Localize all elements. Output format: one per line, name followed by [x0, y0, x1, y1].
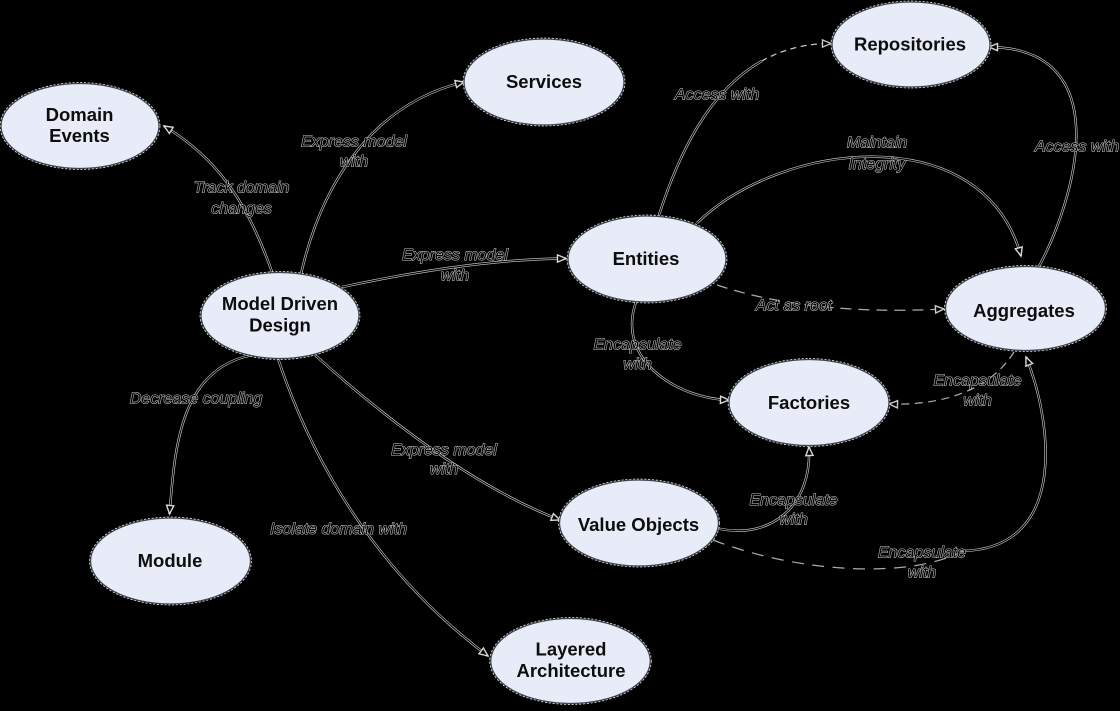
svg-text:Services: Services	[506, 71, 582, 92]
svg-text:Act as root: Act as root	[755, 298, 833, 315]
svg-text:with: with	[963, 393, 992, 410]
svg-text:Module: Module	[138, 550, 203, 571]
svg-text:Track domain: Track domain	[194, 180, 290, 197]
svg-text:Model Driven: Model Driven	[222, 293, 338, 314]
svg-text:Events: Events	[49, 125, 110, 146]
svg-text:Express model: Express model	[301, 134, 407, 151]
svg-text:Encapsulate: Encapsulate	[749, 492, 837, 509]
svg-text:with: with	[340, 154, 369, 171]
svg-text:with: with	[908, 565, 937, 582]
svg-text:Maintain: Maintain	[847, 135, 908, 152]
svg-text:Entities: Entities	[613, 248, 680, 269]
svg-text:with: with	[623, 356, 652, 373]
svg-text:with: with	[441, 268, 470, 285]
svg-text:Architecture: Architecture	[517, 660, 626, 681]
svg-text:Express model: Express model	[402, 247, 508, 264]
svg-text:Access with: Access with	[1034, 139, 1120, 156]
svg-text:Encapsulate: Encapsulate	[878, 545, 966, 562]
svg-text:Access with: Access with	[674, 87, 760, 104]
svg-text:Integrity: Integrity	[849, 156, 907, 173]
svg-text:with: with	[430, 461, 459, 478]
svg-text:Encapsulate: Encapsulate	[593, 337, 681, 354]
svg-text:Decrease coupling: Decrease coupling	[130, 391, 263, 408]
svg-text:Express model: Express model	[391, 442, 497, 459]
svg-text:Isolate domain with: Isolate domain with	[270, 521, 407, 538]
svg-text:with: with	[779, 512, 808, 529]
svg-text:Repositories: Repositories	[854, 34, 966, 55]
svg-text:Encapsulate: Encapsulate	[933, 373, 1021, 390]
svg-text:Value Objects: Value Objects	[578, 514, 699, 535]
svg-text:Aggregates: Aggregates	[973, 300, 1075, 321]
svg-text:changes: changes	[211, 201, 272, 218]
svg-text:Factories: Factories	[768, 392, 850, 413]
svg-text:Design: Design	[249, 315, 311, 336]
svg-text:Domain: Domain	[46, 104, 114, 125]
svg-text:Layered: Layered	[536, 639, 607, 660]
